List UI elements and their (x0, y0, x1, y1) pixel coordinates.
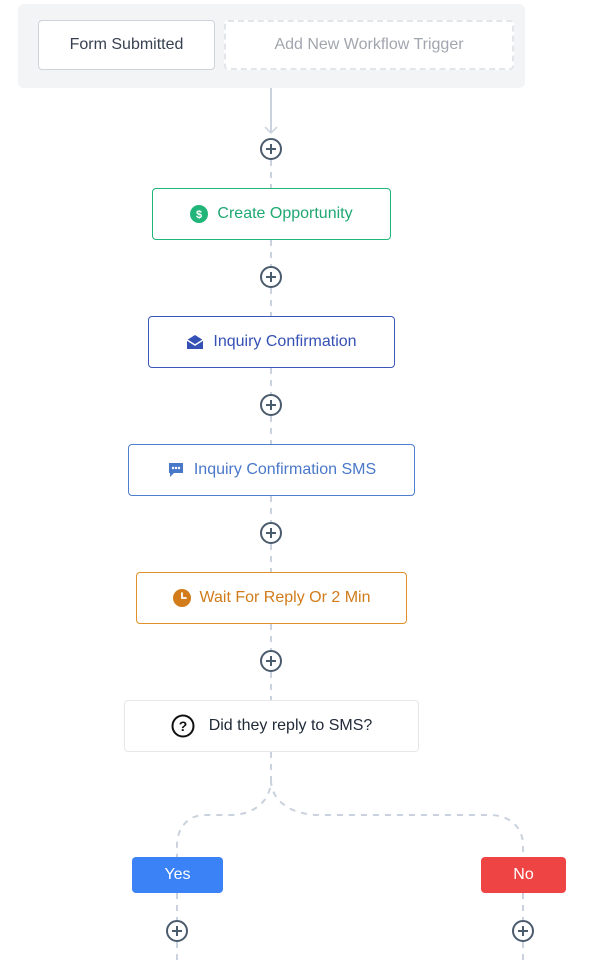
action-label: Wait For Reply Or 2 Min (199, 589, 371, 606)
action-inquiry-confirmation-sms[interactable]: Inquiry Confirmation SMS (128, 444, 415, 496)
add-step-plus-icon[interactable] (260, 522, 282, 544)
clock-icon (172, 589, 191, 607)
dollar-icon: $ (190, 205, 209, 223)
add-workflow-trigger-button[interactable]: Add New Workflow Trigger (224, 20, 514, 70)
branch-yes[interactable]: Yes (132, 857, 223, 893)
add-step-plus-icon[interactable] (260, 266, 282, 288)
svg-text:$: $ (196, 209, 202, 221)
action-label: Create Opportunity (217, 205, 353, 222)
action-create-opportunity[interactable]: $ Create Opportunity (152, 188, 391, 240)
svg-text:?: ? (178, 718, 187, 734)
chat-bubble-icon (167, 461, 185, 479)
action-inquiry-confirmation[interactable]: Inquiry Confirmation (148, 316, 395, 368)
branch-no[interactable]: No (481, 857, 566, 893)
add-step-plus-icon[interactable] (260, 650, 282, 672)
condition-label: Did they reply to SMS? (208, 717, 373, 734)
add-step-plus-icon[interactable] (512, 920, 534, 942)
trigger-form-submitted[interactable]: Form Submitted (38, 20, 215, 70)
condition-replied-to-sms[interactable]: ? Did they reply to SMS? (124, 700, 419, 752)
action-label: Inquiry Confirmation SMS (193, 461, 377, 478)
envelope-open-icon (186, 333, 204, 351)
add-step-plus-icon[interactable] (260, 138, 282, 160)
action-label: Inquiry Confirmation (213, 333, 357, 350)
add-step-plus-icon[interactable] (166, 920, 188, 942)
action-wait-for-reply[interactable]: Wait For Reply Or 2 Min (136, 572, 407, 624)
add-step-plus-icon[interactable] (260, 394, 282, 416)
question-circle-icon: ? (171, 714, 195, 738)
